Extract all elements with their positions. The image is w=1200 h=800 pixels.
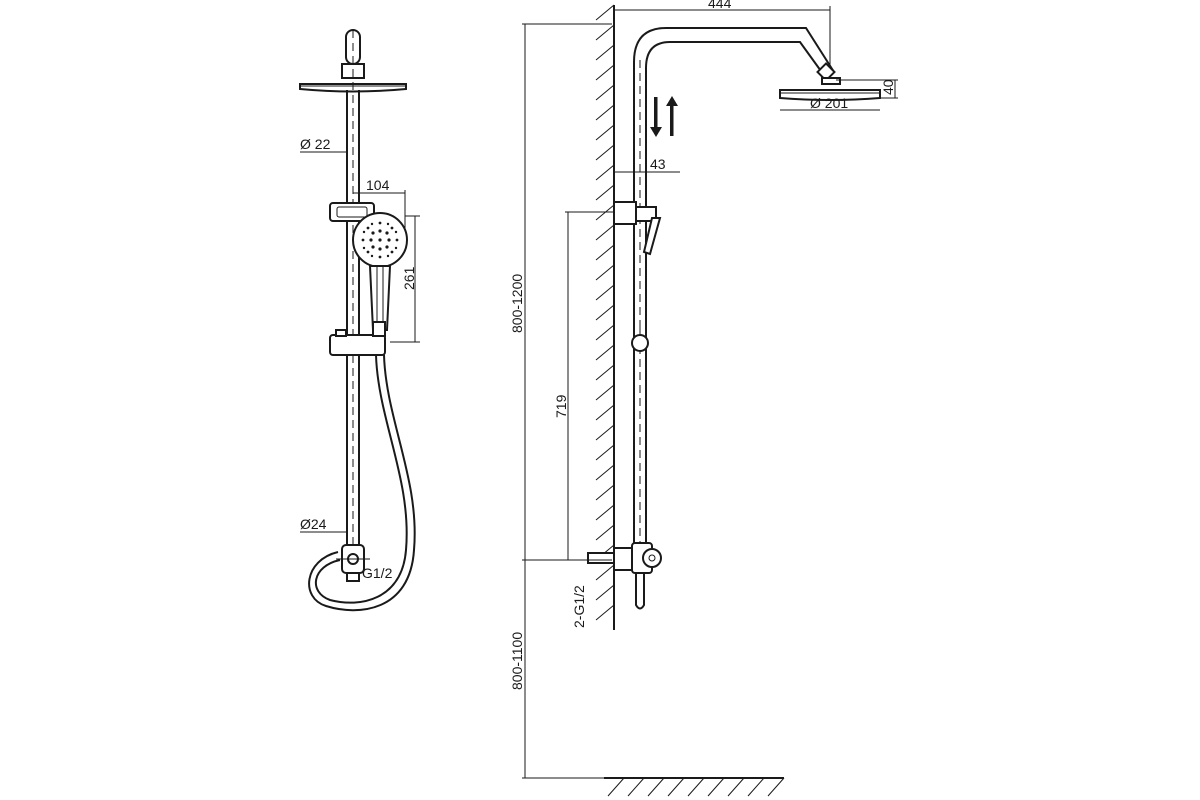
valve-knob xyxy=(642,548,662,568)
dim-head-height: 40 xyxy=(880,79,896,95)
dim-handset-width: 104 xyxy=(366,177,390,193)
wall-hatching xyxy=(595,4,615,621)
dim-mount-height-range: 800-1100 xyxy=(509,632,525,690)
floor-hatching xyxy=(607,777,785,797)
side-shower-head xyxy=(779,89,881,101)
dim-side-inlet-thread: 2-G1/2 xyxy=(571,585,587,628)
rail-slider xyxy=(631,334,649,352)
bracket-handle xyxy=(642,217,662,256)
side-view: 444 40 Ø 201 43 719 xyxy=(509,0,898,797)
dim-pipe-diameter: Ø 22 xyxy=(300,136,331,152)
hose xyxy=(314,354,408,604)
handset-handle xyxy=(368,265,392,331)
dim-lower-pipe-diameter: Ø24 xyxy=(300,516,327,532)
dim-arm-reach: 444 xyxy=(708,0,732,11)
dim-wall-offset: 43 xyxy=(650,156,666,172)
outlet-spout xyxy=(635,572,645,610)
dim-front-inlet-thread: G1/2 xyxy=(362,565,393,581)
wall-bracket xyxy=(613,201,637,225)
dim-head-diameter: Ø 201 xyxy=(810,95,848,111)
rail-and-arm xyxy=(633,27,835,545)
dim-handset-length: 261 xyxy=(401,266,417,290)
front-view: Ø 22 104 261 xyxy=(299,29,420,612)
dim-slider-height: 719 xyxy=(553,394,569,418)
sliding-holder xyxy=(329,334,386,356)
handset-nozzles xyxy=(361,221,399,259)
flow-arrows-icon xyxy=(650,96,678,137)
side-valve xyxy=(587,552,615,564)
dim-rail-height-range: 800-1200 xyxy=(509,274,525,333)
